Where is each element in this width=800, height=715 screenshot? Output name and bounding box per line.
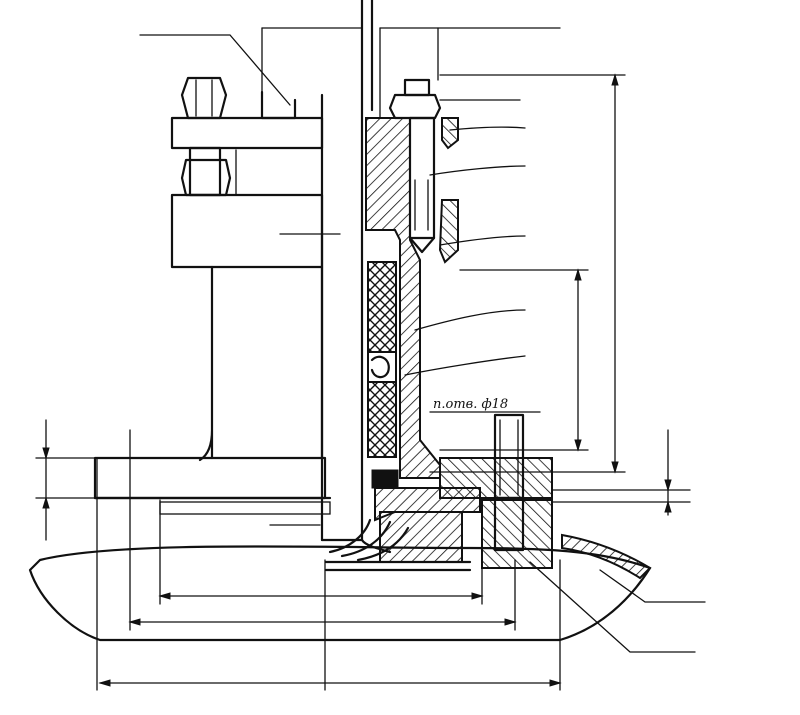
gland-flange <box>170 193 324 269</box>
impeller-ring <box>379 511 463 563</box>
right-stud-bolt <box>388 78 442 254</box>
vessel-outline <box>28 545 652 642</box>
side-pipe <box>561 533 652 580</box>
packing-seal <box>371 469 399 489</box>
packing-rings <box>367 261 397 353</box>
leader-lines <box>139 34 706 653</box>
left-bolt <box>180 76 237 197</box>
top-flange-plate <box>170 116 324 150</box>
support-body <box>198 265 324 462</box>
packing-rings-lower <box>367 381 397 458</box>
lower-flange-block <box>481 499 553 569</box>
impeller-vanes <box>324 518 472 572</box>
dimension-lines <box>35 27 691 691</box>
hole-annotation: п.отв. ф18 <box>433 397 508 412</box>
base-plate-lower <box>159 501 331 515</box>
